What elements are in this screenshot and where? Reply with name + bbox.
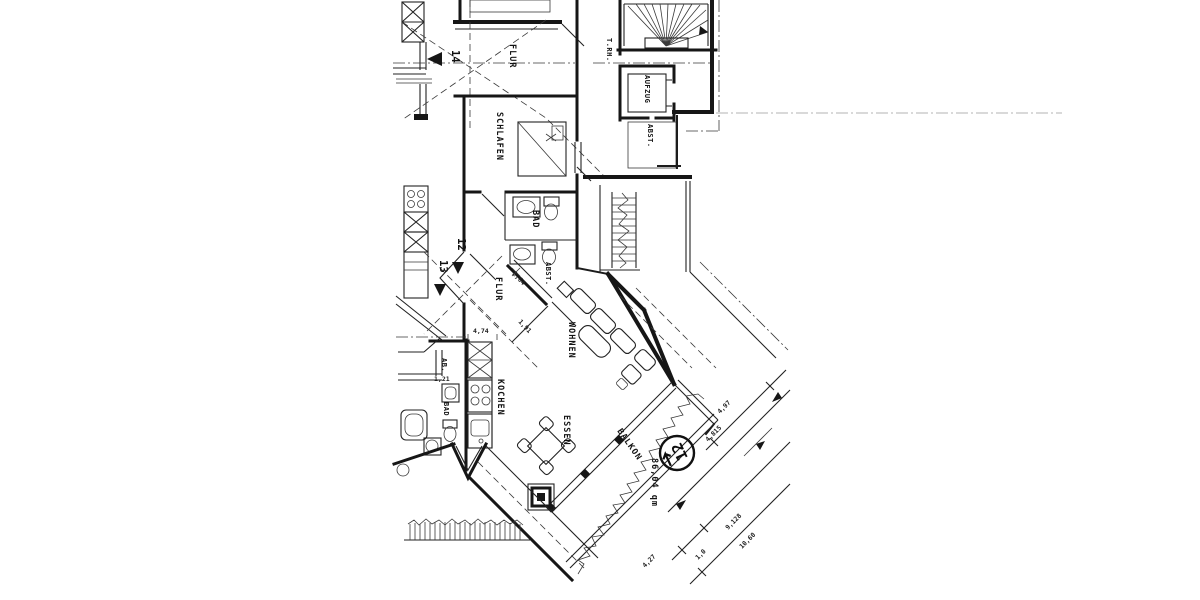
dashed-lines bbox=[619, 287, 717, 369]
dim-121: 1,21 bbox=[434, 375, 450, 383]
axis-line bbox=[699, 261, 789, 351]
terrace-edge bbox=[689, 271, 777, 359]
label-bad-neighbor: BAD bbox=[442, 402, 450, 416]
sink-icon bbox=[509, 244, 536, 265]
door-swing bbox=[481, 193, 505, 217]
label-bad-upper: BAD bbox=[530, 210, 540, 228]
stove-icon bbox=[407, 190, 425, 208]
dim-191: 1,91 bbox=[517, 318, 534, 335]
dim-4815: 4,815 bbox=[704, 424, 724, 444]
neighbor-kitchen-counter bbox=[403, 185, 429, 299]
upper-terrace bbox=[576, 166, 789, 359]
dim-9128: 9,128 bbox=[724, 512, 744, 532]
upper-corridor-and-room bbox=[393, 0, 712, 179]
toilet-icon bbox=[541, 241, 558, 266]
area-label: 86,04 qm bbox=[649, 458, 659, 507]
living-room bbox=[511, 271, 717, 390]
dim-10: 1,0 bbox=[694, 547, 708, 561]
elevator-shaft bbox=[618, 64, 676, 122]
dimension-lines bbox=[667, 369, 791, 585]
toilet-icon bbox=[543, 196, 560, 221]
sink-icon bbox=[441, 383, 460, 403]
staircase bbox=[616, 0, 718, 114]
label-schlafen: SCHLAFEN bbox=[494, 112, 504, 161]
badge-number: 12 bbox=[668, 440, 692, 464]
balcony bbox=[527, 379, 719, 575]
bathroom-upper bbox=[504, 192, 610, 307]
unit-13-label: 13 bbox=[437, 260, 449, 273]
plant-icon bbox=[396, 463, 410, 477]
stair-direction-arrow bbox=[699, 26, 708, 35]
label-abst-shaft: ABST. bbox=[646, 124, 654, 148]
label-kochen: KOCHEN bbox=[495, 379, 505, 416]
coffee-table-icon bbox=[578, 324, 612, 358]
unit-12-arrow-icon bbox=[452, 262, 464, 274]
entrance-and-hall bbox=[396, 190, 541, 371]
chimney-icon bbox=[527, 483, 555, 511]
kitchen bbox=[464, 338, 493, 472]
dining-area bbox=[516, 416, 576, 476]
furniture-outline bbox=[469, 0, 551, 13]
outer-wall bbox=[466, 474, 575, 583]
balcony-door bbox=[574, 142, 582, 173]
toilet-icon bbox=[442, 419, 458, 442]
hall-dashed-lines bbox=[423, 251, 541, 371]
unit-12-label: 12 bbox=[455, 238, 467, 251]
drain-channel-hatch bbox=[611, 192, 637, 269]
dim-497: 4,97 bbox=[716, 399, 733, 416]
label-flur-top: FLUR bbox=[507, 44, 517, 68]
abst-storage-room bbox=[627, 0, 1062, 169]
badge-arrow-icon bbox=[662, 451, 672, 467]
bathtub-icon bbox=[400, 409, 428, 441]
dining-table-icon bbox=[516, 416, 576, 476]
unit-14-label: 14 bbox=[449, 50, 461, 63]
stove-icon bbox=[467, 379, 493, 413]
door-swing bbox=[469, 253, 497, 281]
unit-markers: 14 12 13 12 86,04 qm bbox=[427, 50, 696, 507]
armchair-icon bbox=[616, 364, 642, 390]
unit-13-arrow-icon bbox=[434, 284, 446, 296]
wc-room bbox=[505, 241, 558, 307]
sink-icon bbox=[512, 196, 541, 218]
label-flur-lower: FLUR bbox=[493, 277, 503, 301]
label-abst-wc: ABST. bbox=[544, 262, 552, 286]
sofa-icon bbox=[556, 280, 656, 371]
bedroom bbox=[453, 94, 582, 270]
dim-474: 4,74 bbox=[473, 327, 489, 335]
lower-facade bbox=[392, 441, 599, 583]
entrance-door-notch bbox=[439, 251, 465, 305]
parapet bbox=[673, 379, 719, 425]
label-wohnen: WOHNEN bbox=[566, 322, 576, 359]
wall-pier bbox=[414, 114, 428, 120]
dim-427: 4,27 bbox=[641, 553, 658, 570]
wall bbox=[605, 271, 677, 387]
planting-strip bbox=[404, 518, 530, 541]
door-swing bbox=[551, 301, 577, 327]
label-treppenhaus: T.RH. bbox=[605, 38, 613, 62]
vegetation-scribble bbox=[577, 393, 705, 575]
label-ab-neighbor: AB. bbox=[440, 358, 448, 372]
boundary-dashdot bbox=[686, 0, 720, 132]
label-aufzug: AUFZUG bbox=[643, 75, 651, 103]
door-swing bbox=[561, 23, 585, 47]
label-essen: ESSEN bbox=[561, 415, 571, 446]
stair-treads bbox=[627, 3, 709, 47]
kitchen-sink-icon bbox=[467, 413, 493, 449]
window-wall bbox=[547, 381, 677, 513]
tall-cabinet-icon bbox=[467, 341, 493, 379]
neighbor-bathroom bbox=[398, 337, 460, 456]
apartment-number-badge: 12 bbox=[658, 434, 696, 472]
unit-14-arrow-icon bbox=[427, 52, 442, 66]
bed-icon bbox=[517, 121, 567, 177]
dashed-cross-lines bbox=[401, 0, 607, 179]
parapet bbox=[565, 413, 719, 569]
